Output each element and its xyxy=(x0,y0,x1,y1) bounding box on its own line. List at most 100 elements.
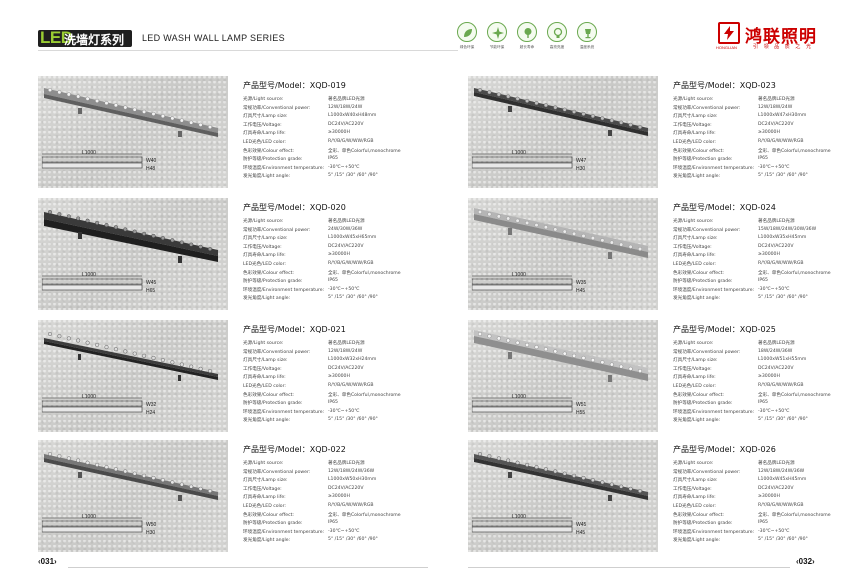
product-photo xyxy=(38,76,228,188)
dimension-width: W51 xyxy=(576,402,587,408)
led-logo-text: LED xyxy=(40,28,73,47)
led-dot xyxy=(619,242,624,247)
wash-wall-lamp-image xyxy=(474,208,648,259)
led-dot xyxy=(189,484,194,489)
spec-row: 工作电压/Voltage:DC24V/AC220V xyxy=(673,121,794,128)
product-photo xyxy=(468,320,658,432)
led-dot xyxy=(637,125,642,130)
dimension-width: W47 xyxy=(576,158,587,164)
dimension-width: W40 xyxy=(146,158,157,164)
led-dot xyxy=(506,458,511,463)
led-dot xyxy=(477,451,482,456)
led-dot xyxy=(207,369,212,374)
feature-brightness: 高亮亮度 xyxy=(543,22,571,50)
spec-row: 常规功率/Conventional power:12W/18W/24W xyxy=(243,348,363,355)
led-dot xyxy=(104,101,109,106)
led-dot xyxy=(609,362,614,367)
led-dot xyxy=(85,218,90,223)
spec-row: 环境温度/Environment temperature:-30℃~+50℃ xyxy=(243,164,360,171)
dimension-length: L1000 xyxy=(82,150,96,156)
led-dot xyxy=(590,236,595,241)
spec-row: 色彩效果/Colour effect:全彩、单色Colorful,monochr… xyxy=(243,148,401,154)
led-dot xyxy=(619,364,624,369)
footer-divider-right xyxy=(468,567,790,568)
spec-row: 灯具尺寸/Lamp size:L1000xW47xH30mm xyxy=(673,113,807,120)
spec-row: 光源/Light source:著名品牌LED光源 xyxy=(673,461,795,466)
feature-energy: 节能环保 xyxy=(483,22,511,50)
led-dot xyxy=(160,358,165,363)
spec-row: LED光色/LED color:R/Y/B/G/W/WW/RGB xyxy=(243,260,374,267)
led-dot xyxy=(66,336,71,341)
led-dot xyxy=(85,96,90,101)
spec-row: 常规功率/Conventional power:12W/18W/24W xyxy=(673,104,793,111)
spec-row: 发光角度/Light angle:5° /15° /30° /60° /90° xyxy=(673,417,808,424)
led-dot xyxy=(609,482,614,487)
led-dot xyxy=(534,345,539,350)
wash-wall-lamp-image xyxy=(44,87,218,137)
model-title: 产品型号/Model：XQD-024 xyxy=(673,203,776,212)
dimension-width: W45 xyxy=(576,522,587,528)
product-photo xyxy=(468,198,658,310)
led-dot xyxy=(57,212,62,217)
led-dot xyxy=(76,458,81,463)
spec-row: 发光角度/Light angle:5° /15° /30° /60° /90° xyxy=(243,417,378,424)
led-dot xyxy=(151,475,156,480)
wash-wall-lamp-image xyxy=(474,451,648,501)
led-dot xyxy=(581,233,586,238)
spec-row: 防护等级/Protection grade:IP65 xyxy=(673,156,768,163)
led-dot xyxy=(47,209,52,214)
dimension-length: L1000 xyxy=(512,394,526,400)
led-dot xyxy=(189,120,194,125)
spec-row: 色彩效果/Colour effect:全彩、单色Colorful,monochr… xyxy=(243,392,401,398)
led-dot xyxy=(113,467,118,472)
spec-list: 产品型号/Model：XQD-021 光源/Light source:著名品牌L… xyxy=(243,324,423,426)
wash-wall-lamp-image xyxy=(44,209,218,263)
brand-logo-caption: HONGLIAN xyxy=(716,45,737,50)
product-photo xyxy=(38,198,228,310)
led-dot xyxy=(76,216,81,221)
led-dot xyxy=(525,342,530,347)
led-dot xyxy=(572,473,577,478)
product-card-xqd-023: L1000 W47 H30 产品型号/Model：XQD-023 光源/Ligh… xyxy=(468,76,858,191)
spec-row: 工作电压/Voltage:DC24V/AC220V xyxy=(673,365,794,372)
led-dot xyxy=(207,489,212,494)
dimension-drawing: L1000 W32 H24 xyxy=(42,392,156,416)
led-dot xyxy=(160,478,165,483)
led-dot xyxy=(57,334,62,339)
tree-icon xyxy=(524,28,532,38)
spec-row: 灯具寿命/Lamp life:≥30000H xyxy=(673,130,780,137)
spec-row: 工作电压/Voltage:DC24V/AC220V xyxy=(243,365,364,372)
led-dot xyxy=(132,229,137,234)
spec-row: 环境温度/Environment temperature:-30℃~+50℃ xyxy=(243,286,360,293)
led-dot xyxy=(590,358,595,363)
model-title: 产品型号/Model：XQD-022 xyxy=(243,445,346,454)
dimension-width: W50 xyxy=(146,522,157,528)
spec-row: 灯具尺寸/Lamp size:L1000xW32xH24mm xyxy=(243,357,377,364)
dimension-drawing: L1000 W40 H48 xyxy=(42,148,156,172)
spec-row: 光源/Light source:著名品牌LED光源 xyxy=(673,97,795,102)
led-dot xyxy=(66,214,71,219)
dimension-height: H30 xyxy=(576,166,586,172)
led-dot xyxy=(47,451,52,456)
led-dot xyxy=(628,244,633,249)
header-divider xyxy=(38,50,458,51)
dimension-width: W35 xyxy=(576,280,587,286)
led-dot xyxy=(142,109,147,114)
led-dot xyxy=(113,225,118,230)
feature-temperature: 温度系统 xyxy=(573,22,601,50)
led-dot xyxy=(113,347,118,352)
spec-row: LED光色/LED color:R/Y/B/G/W/WW/RGB xyxy=(243,138,374,145)
page-number-left: ‹031› xyxy=(38,557,57,566)
spec-row: 防护等级/Protection grade:IP65 xyxy=(243,520,338,527)
brand-slogan: 引 领 品 质 之 光 xyxy=(753,44,813,50)
led-dot xyxy=(534,101,539,106)
led-dot xyxy=(198,486,203,491)
led-dot xyxy=(553,469,558,474)
led-dot xyxy=(562,229,567,234)
led-dot xyxy=(562,107,567,112)
led-dot xyxy=(590,478,595,483)
dimension-length: L1000 xyxy=(512,514,526,520)
spec-row: 防护等级/Protection grade:IP65 xyxy=(243,156,338,163)
led-dot xyxy=(515,460,520,465)
led-dot xyxy=(600,238,605,243)
